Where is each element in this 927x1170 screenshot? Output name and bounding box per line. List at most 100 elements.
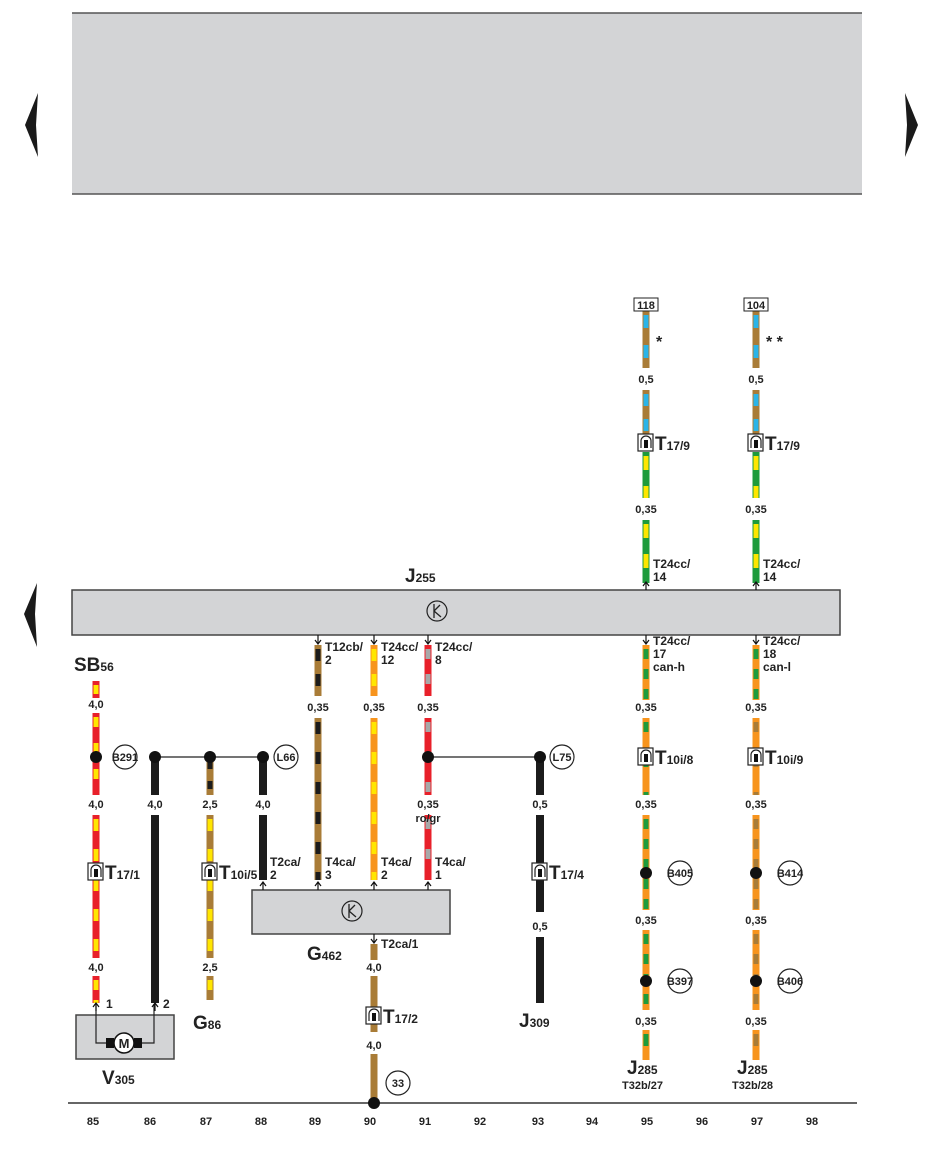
wire-stripe [371, 842, 377, 854]
wire-stripe [315, 872, 321, 880]
wire-black-93c [536, 937, 544, 1003]
splice-l75[interactable] [549, 744, 575, 770]
wire-stripe [643, 934, 649, 944]
wire-stripe [207, 849, 213, 861]
splice-b414-text: B414 [777, 868, 804, 880]
connector-pin [644, 754, 648, 762]
gauge-90-low-b: 4,0 [366, 1040, 381, 1052]
wire-stripe [753, 1034, 759, 1046]
splice-87-dot [204, 751, 216, 763]
pin-label-g462-90: 2 [381, 868, 388, 882]
wire-base [642, 452, 650, 498]
wire-ro-gr-91a [424, 645, 432, 696]
pin-arrow-g462-91-head [424, 881, 432, 887]
pin-arrow-j255-95-head [642, 639, 650, 645]
gauge-95-a: 0,35 [635, 702, 656, 714]
ref-box-118[interactable] [633, 297, 659, 312]
splice-b414[interactable] [777, 860, 803, 886]
wire-stripe [753, 934, 759, 944]
wire-black-88a [259, 757, 267, 795]
column-number-88: 88 [255, 1116, 267, 1128]
wire-can-97-e [752, 1030, 760, 1060]
wire-base [642, 390, 650, 436]
g86-label: G86 [193, 1013, 221, 1034]
prev-page-arrow-icon[interactable] [25, 93, 38, 157]
column-number-93: 93 [532, 1116, 544, 1128]
ground-ref-33[interactable] [385, 1070, 411, 1096]
wire-stripe [643, 689, 649, 699]
connector-label: T17/2 [383, 1007, 418, 1028]
connector-t17-1[interactable]: T17/1 [87, 862, 140, 884]
splice-l66-text: L66 [277, 752, 296, 764]
wire-can-97-a [752, 645, 760, 700]
connector-g95-t17[interactable]: T17/9 [637, 433, 690, 455]
connector-t10i-97[interactable]: T10i/9 [747, 747, 804, 769]
wire-stripe [753, 994, 759, 1004]
gauge-85-c: 4,0 [88, 962, 103, 974]
pin-arrow-g462-88-head [259, 881, 267, 887]
wire-base [642, 930, 650, 1010]
wire-base [536, 757, 544, 795]
wire-base [752, 930, 760, 1010]
wire-stripe [643, 722, 649, 732]
pin-arrow-j255-91-head [424, 639, 432, 645]
gauge-91-b: 0,35 [417, 799, 438, 811]
pin-label-g95-in: 14 [653, 570, 667, 584]
connector-label: T17/9 [655, 434, 690, 455]
gauge-88: 4,0 [255, 799, 270, 811]
footnote-star-1: * [656, 334, 663, 351]
pin-label-g97-in: T24cc/ [763, 557, 801, 571]
j255-control-unit-box[interactable] [71, 589, 841, 636]
wire-stripe [643, 315, 649, 328]
wire-stripe [315, 752, 321, 764]
connector-t17-4[interactable]: T17/4 [531, 862, 584, 884]
splice-b405-text: B405 [667, 868, 693, 880]
splice-b291[interactable] [112, 744, 138, 770]
wire-stripe [315, 812, 321, 824]
connector-t10i-5[interactable]: T10i/5 [201, 862, 258, 884]
wire-ro-ge-85a [92, 681, 100, 698]
wire-or-ge-90a [370, 645, 378, 696]
wire-stripe [425, 722, 431, 732]
wire-stripe [753, 669, 759, 679]
connector-pin [208, 869, 212, 877]
wire-stripe [371, 812, 377, 824]
wire-stripe [371, 649, 377, 661]
connector-arch [368, 1008, 380, 1021]
wire-stripe [753, 689, 759, 699]
splice-b405[interactable] [667, 860, 693, 886]
wire-ro-gr-91c [424, 815, 432, 880]
wire-base [370, 944, 378, 960]
splice-b406[interactable] [777, 968, 803, 994]
gauge-93-a: 0,5 [532, 799, 547, 811]
wire-br-90-low-c [370, 1054, 378, 1103]
j285-pin-95: T32b/27 [622, 1080, 663, 1092]
wire-base [752, 311, 760, 368]
wire-can-95-a [642, 645, 650, 700]
connector-g97-t17[interactable]: T17/9 [747, 433, 800, 455]
connector-t10i-95[interactable]: T10i/8 [637, 747, 694, 769]
wire-br-bl-g95 [642, 311, 650, 368]
gauge-87-a: 2,5 [202, 799, 217, 811]
wire-stripe [371, 872, 377, 880]
wire-gn-ge-g97 [752, 452, 760, 498]
connector-label: T10i/8 [655, 748, 694, 769]
ref-box-104[interactable] [743, 297, 769, 312]
connector-label: T17/9 [765, 434, 800, 455]
wire-stripe [753, 879, 759, 889]
connector-arch [90, 864, 102, 877]
wire-stripe [643, 954, 649, 964]
ground-point-90[interactable] [368, 1097, 380, 1109]
next-page-arrow-icon[interactable] [905, 93, 918, 157]
splice-b397[interactable] [667, 968, 693, 994]
wire-stripe [753, 899, 759, 909]
prev-section-arrow-icon[interactable] [24, 583, 37, 647]
connector-pin [94, 869, 98, 877]
j255-transistor-icon [426, 600, 448, 622]
splice-l66[interactable] [273, 744, 299, 770]
connector-t17-2[interactable]: T17/2 [365, 1006, 418, 1028]
wire-stripe [93, 879, 99, 891]
pin-label-g462-89: 3 [325, 868, 332, 882]
g462-label: G462 [307, 944, 342, 965]
